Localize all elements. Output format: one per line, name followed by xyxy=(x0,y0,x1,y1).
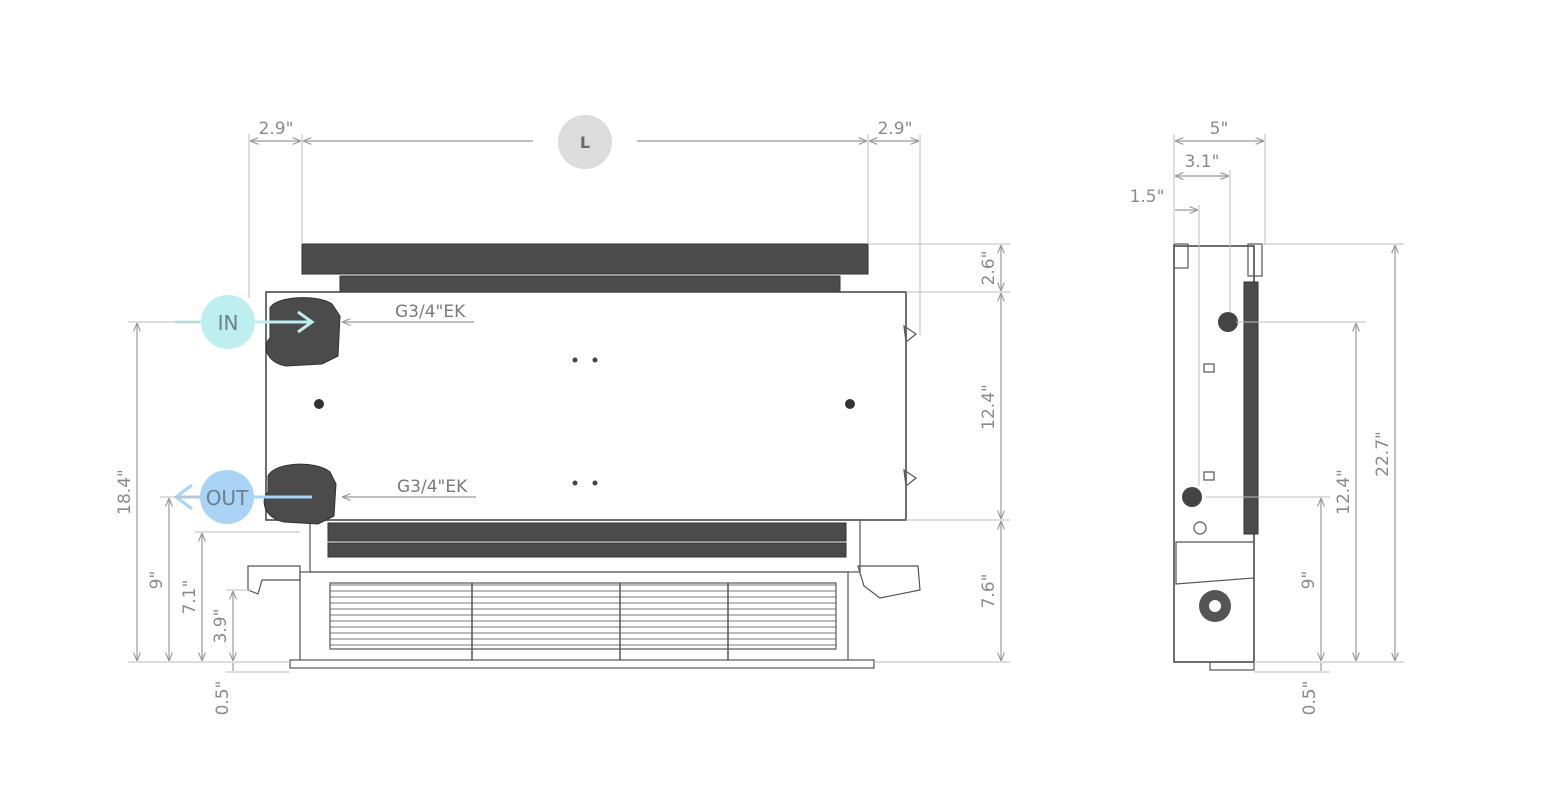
dim-foot-front: 0.5" xyxy=(213,681,233,716)
base-plate xyxy=(289,659,875,669)
mount-hole-right xyxy=(845,399,855,409)
dim-middle: 12.4" xyxy=(979,384,999,430)
side-out-port xyxy=(1182,487,1202,507)
connector-in xyxy=(265,297,341,367)
dim-total-height: 22.7" xyxy=(1373,431,1393,477)
mount-hole-left xyxy=(314,399,324,409)
dim-3-1: 3.1" xyxy=(1185,152,1220,172)
side-in-port xyxy=(1218,312,1238,332)
connector-out xyxy=(263,463,337,525)
dim-foot-side: 0.5" xyxy=(1300,681,1320,716)
front-view: IN OUT G3/4"EK G3/4"EK 2.9" L 2.9" 2.6" … xyxy=(115,115,1010,715)
dim-7-1: 7.1" xyxy=(180,580,200,615)
side-coil xyxy=(1243,281,1259,535)
fan-louver xyxy=(329,582,837,650)
dim-3-9: 3.9" xyxy=(211,609,231,644)
dim-side-12-4: 12.4" xyxy=(1334,469,1354,515)
connection-in-label: G3/4"EK xyxy=(395,302,466,322)
out-label: OUT xyxy=(206,486,249,510)
dim-depth: 5" xyxy=(1210,119,1229,139)
dim-length: L xyxy=(580,133,590,152)
side-view: 5" 3.1" 1.5" 22.7" 12.4" 9" 0.5" xyxy=(1130,119,1404,715)
dim-right-top: 2.9" xyxy=(878,119,913,139)
dim-left-top: 2.9" xyxy=(259,119,294,139)
dim-in-height: 18.4" xyxy=(115,469,135,515)
dim-1-5: 1.5" xyxy=(1130,187,1165,207)
unit-body xyxy=(265,291,907,521)
length-badge xyxy=(558,115,612,169)
top-grille xyxy=(301,243,869,275)
dim-side-9: 9" xyxy=(1299,571,1319,590)
bottom-grille-upper xyxy=(327,522,847,542)
dim-bottom-band: 7.6" xyxy=(979,574,999,609)
connection-out-label: G3/4"EK xyxy=(397,477,468,497)
in-label: IN xyxy=(218,311,239,335)
dim-out-height: 9" xyxy=(147,571,167,590)
bottom-grille-lower xyxy=(327,542,847,558)
dim-top-band: 2.6" xyxy=(979,251,999,286)
